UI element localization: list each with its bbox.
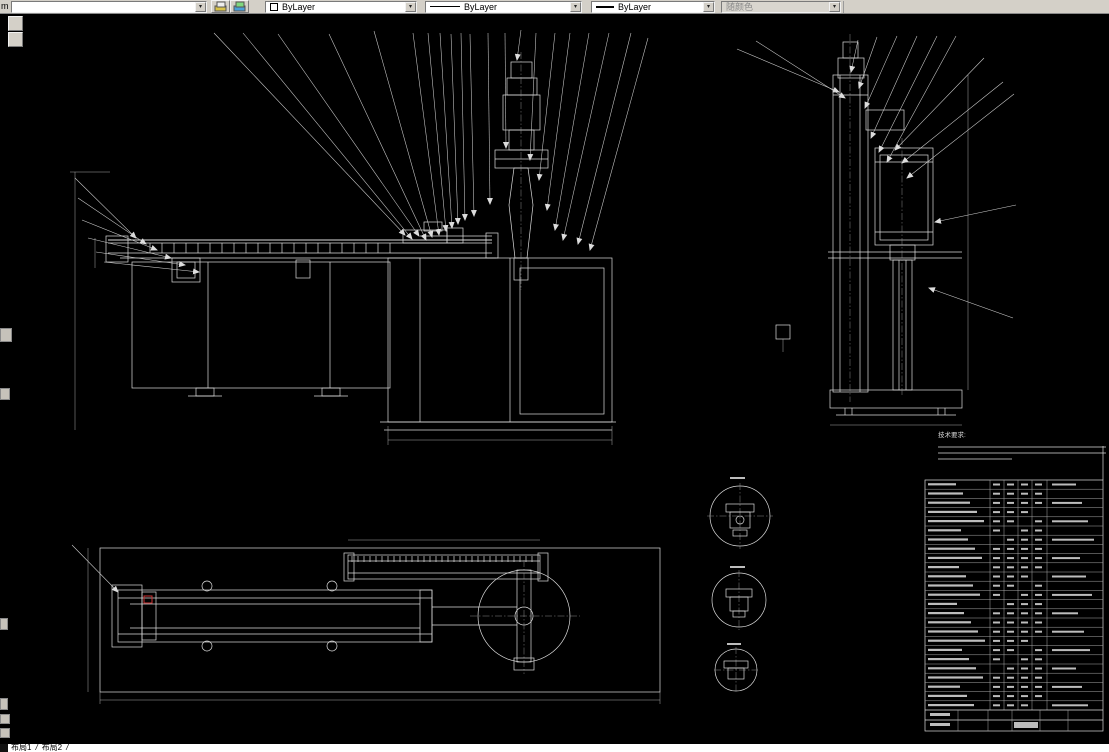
docked-mini-toolbar [8, 16, 23, 47]
linetype-sample-icon [430, 6, 460, 7]
linetype-value: ByLayer [464, 1, 498, 12]
machine-stand [387, 257, 613, 423]
lineweight-sample-icon [596, 5, 614, 8]
detail-views [707, 477, 773, 693]
lineweight-value: ByLayer [618, 1, 652, 12]
toolbar-fragment [0, 388, 10, 400]
chevron-down-icon: ▾ [703, 1, 714, 12]
color-swatch-icon [270, 2, 278, 11]
detail-view-c [714, 643, 758, 693]
layer-stack-icon [233, 1, 245, 12]
toolbar-fragment [0, 714, 10, 724]
side-view [775, 34, 969, 426]
spindle-motor [502, 94, 541, 131]
docked-toolbar-button-2[interactable] [8, 32, 23, 47]
column [832, 74, 869, 393]
bom-table [924, 446, 1104, 732]
chevron-down-icon: ▾ [195, 1, 206, 12]
docked-toolbar-button-1[interactable] [8, 16, 23, 31]
color-value: ByLayer [282, 1, 316, 12]
toolbar-fragment [0, 328, 12, 342]
cad-drawing: 技术要求: [70, 29, 1106, 732]
color-dropdown[interactable]: ByLayer ▾ [265, 0, 417, 13]
make-object-layer-current-button[interactable] [230, 0, 249, 13]
toolbar-fragment [0, 698, 8, 710]
technical-notes: 技术要求: [938, 430, 1106, 460]
layer-properties-button[interactable] [211, 0, 230, 13]
detail-view-a [707, 477, 773, 549]
layout-tab-bar: 布局1 / 布局2 / [0, 744, 1109, 752]
drawing-canvas[interactable]: 技术要求: [0, 14, 1109, 744]
side-motor [874, 147, 934, 246]
layer-dropdown[interactable]: ▾ [11, 0, 207, 13]
cutting-head-tower [494, 52, 549, 290]
detail-view-b [711, 566, 767, 630]
plan-view [87, 539, 661, 704]
menu-fragment: m [1, 1, 9, 11]
tab-layout2[interactable]: 布局2 [41, 744, 63, 752]
tab-layout1[interactable]: 布局1 [11, 744, 32, 752]
selected-highlight [143, 595, 153, 604]
front-view [70, 52, 616, 445]
plotstyle-value: 随颜色 [726, 2, 754, 12]
object-properties-toolbar: m ▾ ByLayer ▾ ByLayer ▾ [0, 0, 1109, 14]
tab-scroll-corner [0, 744, 8, 752]
notes-title: 技术要求: [938, 430, 966, 439]
tab-separator: / [66, 744, 69, 752]
toolbar-fragment [0, 618, 8, 630]
lineweight-dropdown[interactable]: ByLayer ▾ [591, 0, 715, 13]
layers-icon [214, 1, 226, 12]
drive-motor [171, 257, 201, 283]
linetype-dropdown[interactable]: ByLayer ▾ [425, 0, 582, 13]
support-frame [131, 261, 391, 389]
leader-lines [71, 29, 1017, 593]
chevron-down-icon: ▾ [570, 1, 581, 12]
base [829, 389, 963, 409]
toolbar-fragment [0, 728, 10, 738]
linear-rail [347, 554, 541, 580]
tab-separator: / [35, 744, 38, 752]
chevron-down-icon: ▾ [829, 1, 840, 12]
toolbar-separator [843, 0, 844, 13]
chevron-down-icon: ▾ [405, 1, 416, 12]
plotstyle-dropdown[interactable]: 随颜色 ▾ [721, 0, 841, 13]
